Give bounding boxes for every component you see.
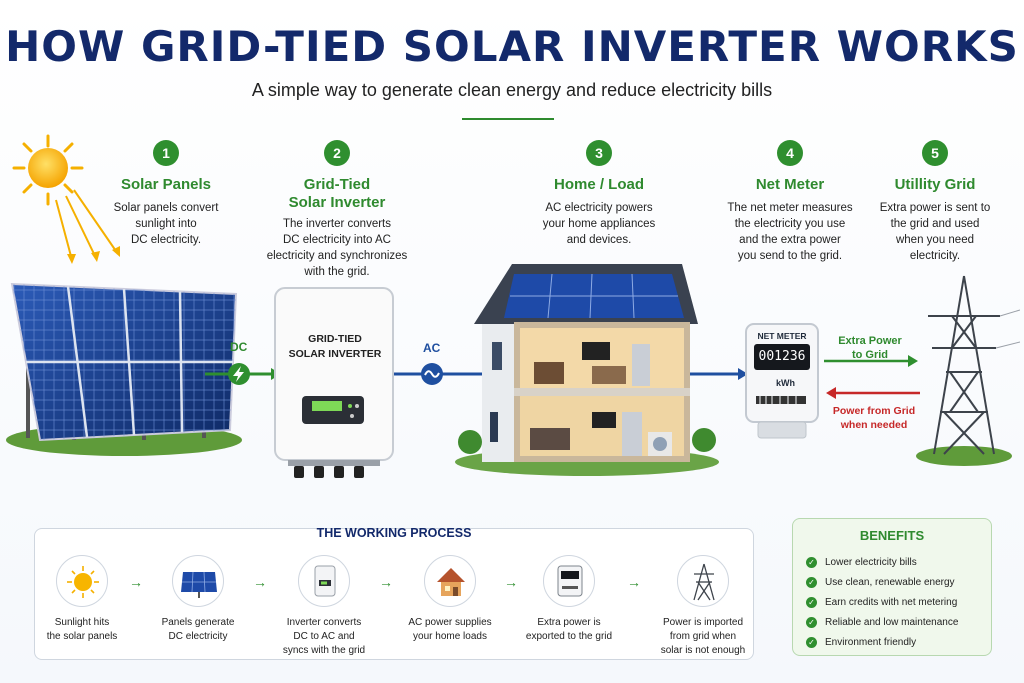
check-icon: ✓ [806, 636, 817, 648]
sun-icon [67, 566, 99, 598]
step-3-title: Home / Load [553, 176, 644, 193]
net-meter-unit [745, 323, 819, 439]
arrow-right-icon: → [379, 574, 393, 590]
step-1-title: Solar Panels [120, 176, 212, 193]
arrow-right-icon: → [253, 574, 267, 590]
tower-icon [693, 563, 715, 601]
page-subtitle: A simple way to generate clean energy an… [251, 80, 773, 100]
benefits-panel [792, 518, 992, 656]
benefit-item: ✓Reliable and low maintenance [806, 612, 990, 632]
house-meter-connector [690, 368, 748, 380]
transmission-tower [916, 275, 1020, 466]
export-arrow [824, 355, 918, 367]
benefit-item: ✓Use clean, renewable energy [806, 572, 990, 592]
step-3-number: 3 [586, 140, 612, 166]
benefit-item: ✓Environment friendly [806, 632, 990, 652]
check-icon: ✓ [806, 556, 817, 568]
check-icon: ✓ [806, 616, 817, 628]
meter-reading: 001236 [758, 349, 806, 364]
step-5-number: 5 [922, 140, 948, 166]
ac-wave-icon [424, 370, 440, 378]
step-4-number: 4 [777, 140, 803, 166]
check-icon: ✓ [806, 596, 817, 608]
ac-label: AC [423, 341, 441, 355]
benefit-item: ✓Lower electricity bills [806, 552, 990, 572]
house-illustration [455, 264, 719, 476]
meter-icon [557, 565, 583, 597]
process-step-6 [677, 555, 729, 607]
bolt-icon [233, 366, 244, 382]
process-step-4 [424, 555, 476, 607]
inverter-icon [314, 565, 336, 597]
title-divider [462, 118, 554, 120]
step-2-number: 2 [324, 140, 350, 166]
arrow-right-icon: → [627, 574, 641, 590]
solar-panel-array [6, 282, 242, 456]
benefits-title: BENEFITS [859, 528, 925, 543]
step-5-title: Utillity Grid [894, 176, 976, 193]
process-step-3 [298, 555, 350, 607]
dc-label: DC [230, 340, 248, 354]
benefit-item: ✓Earn credits with net metering [806, 592, 990, 612]
step-1-number: 1 [153, 140, 179, 166]
step-4-title: Net Meter [755, 176, 825, 193]
sun-icon [12, 134, 120, 264]
page-title: HOW GRID-TIED SOLAR INVERTER WORKS [5, 22, 1019, 71]
working-process-panel [34, 528, 754, 660]
benefits-list: ✓Lower electricity bills ✓Use clean, ren… [806, 552, 990, 652]
process-step-1 [56, 555, 108, 607]
import-arrow [826, 387, 920, 399]
process-step-5 [543, 555, 595, 607]
process-step-2 [172, 555, 224, 607]
meter-label: NET METER [757, 331, 807, 341]
arrow-right-icon: → [129, 574, 143, 590]
working-process-title: THE WORKING PROCESS [316, 526, 472, 540]
meter-unit: kWh [776, 378, 795, 388]
dc-connector [205, 363, 281, 385]
check-icon: ✓ [806, 576, 817, 588]
solar-panel-icon [181, 571, 217, 598]
inverter-unit [274, 287, 394, 478]
arrow-right-icon: → [504, 574, 518, 590]
house-icon [437, 568, 465, 596]
